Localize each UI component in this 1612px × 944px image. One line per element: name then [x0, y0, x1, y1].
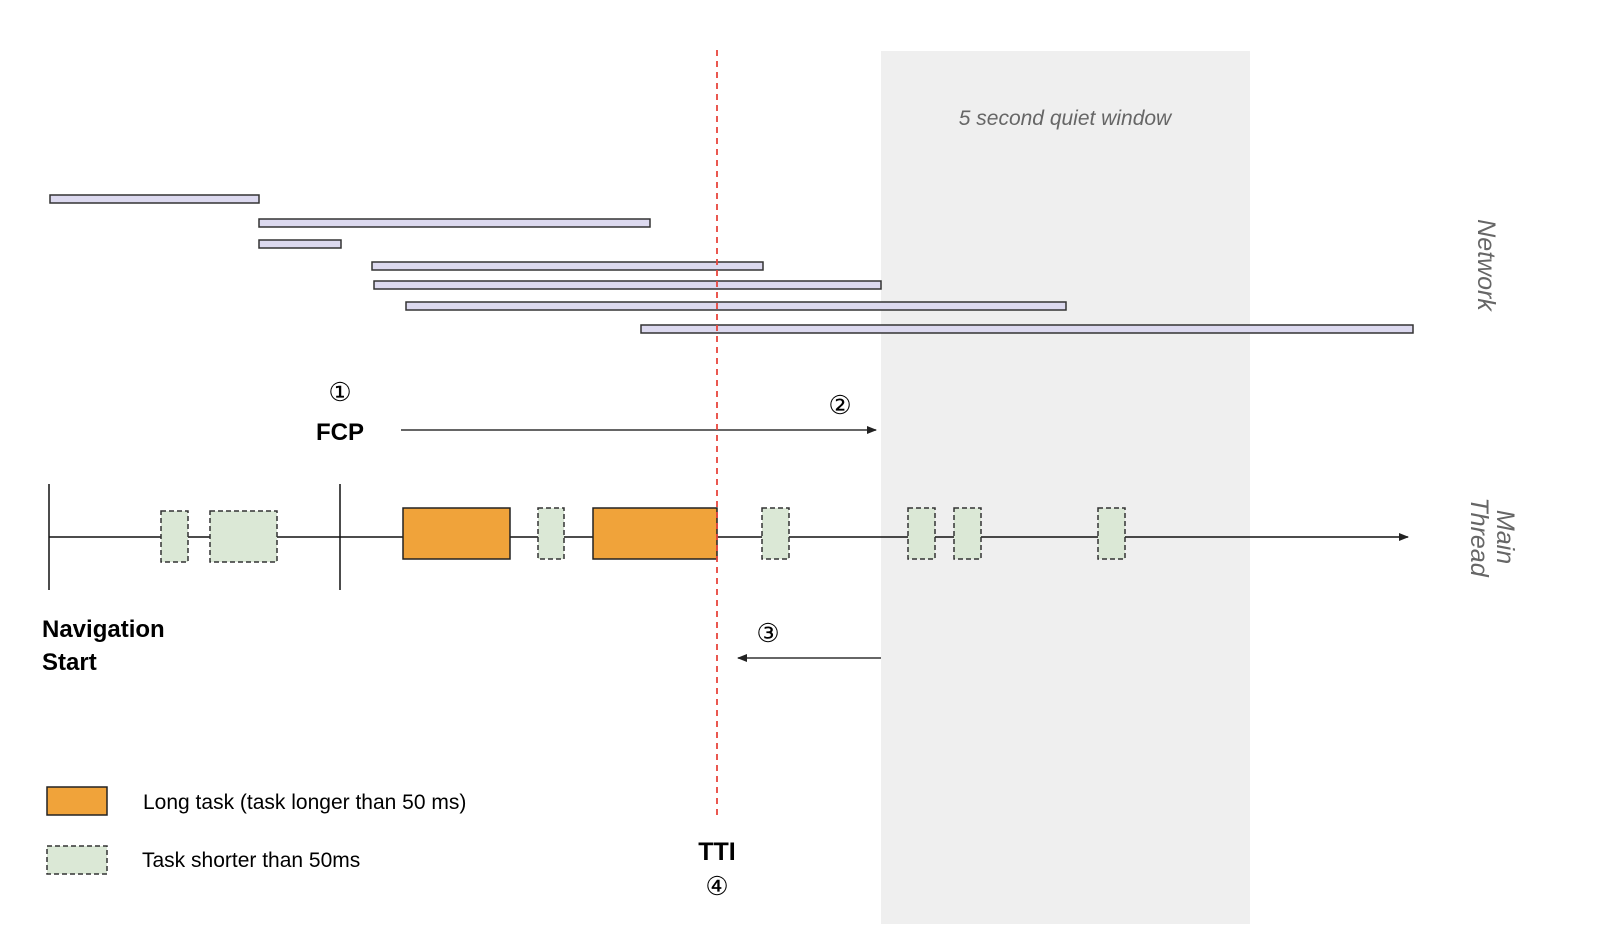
- quiet-window-region: [881, 51, 1250, 924]
- navigation-start-label-line2: Start: [42, 649, 97, 676]
- network-request-bar: [258, 239, 342, 249]
- short-task: [209, 510, 278, 563]
- legend-long-task-label: Long task (task longer than 50 ms): [143, 791, 466, 814]
- step-3-marker: ③: [756, 618, 779, 648]
- network-request-bar: [371, 261, 764, 271]
- network-request-bar: [258, 218, 651, 228]
- network-request-bar: [373, 280, 882, 290]
- step-1-marker: ①: [328, 377, 351, 407]
- main-thread-label-line2: Thread: [1465, 497, 1493, 577]
- network-label: Network: [1472, 219, 1500, 312]
- navigation-start-label: Navigation: [42, 616, 165, 643]
- short-task: [953, 507, 982, 560]
- quiet-window-label: 5 second quiet window: [959, 107, 1173, 130]
- long-task: [402, 507, 511, 560]
- network-request-bar: [49, 194, 260, 204]
- main-thread-timeline: [48, 484, 1409, 590]
- fcp-label: FCP: [316, 419, 364, 446]
- short-task: [537, 507, 565, 560]
- legend: Long task (task longer than 50 ms) Task …: [46, 786, 466, 875]
- network-request-bar: [640, 324, 1414, 334]
- step-4-marker: ④: [705, 871, 728, 901]
- short-task: [761, 507, 790, 560]
- legend-short-task-label: Task shorter than 50ms: [142, 849, 360, 872]
- legend-long-task-swatch: [46, 786, 108, 816]
- legend-short-task-swatch: [46, 845, 108, 875]
- step-2-marker: ②: [828, 390, 851, 420]
- short-task: [160, 510, 189, 563]
- tti-label: TTI: [698, 838, 736, 866]
- network-request-bar: [405, 301, 1067, 311]
- long-task: [592, 507, 718, 560]
- network-requests: [49, 194, 1414, 334]
- short-task: [907, 507, 936, 560]
- main-thread-label: Main: [1491, 510, 1519, 564]
- short-task: [1097, 507, 1126, 560]
